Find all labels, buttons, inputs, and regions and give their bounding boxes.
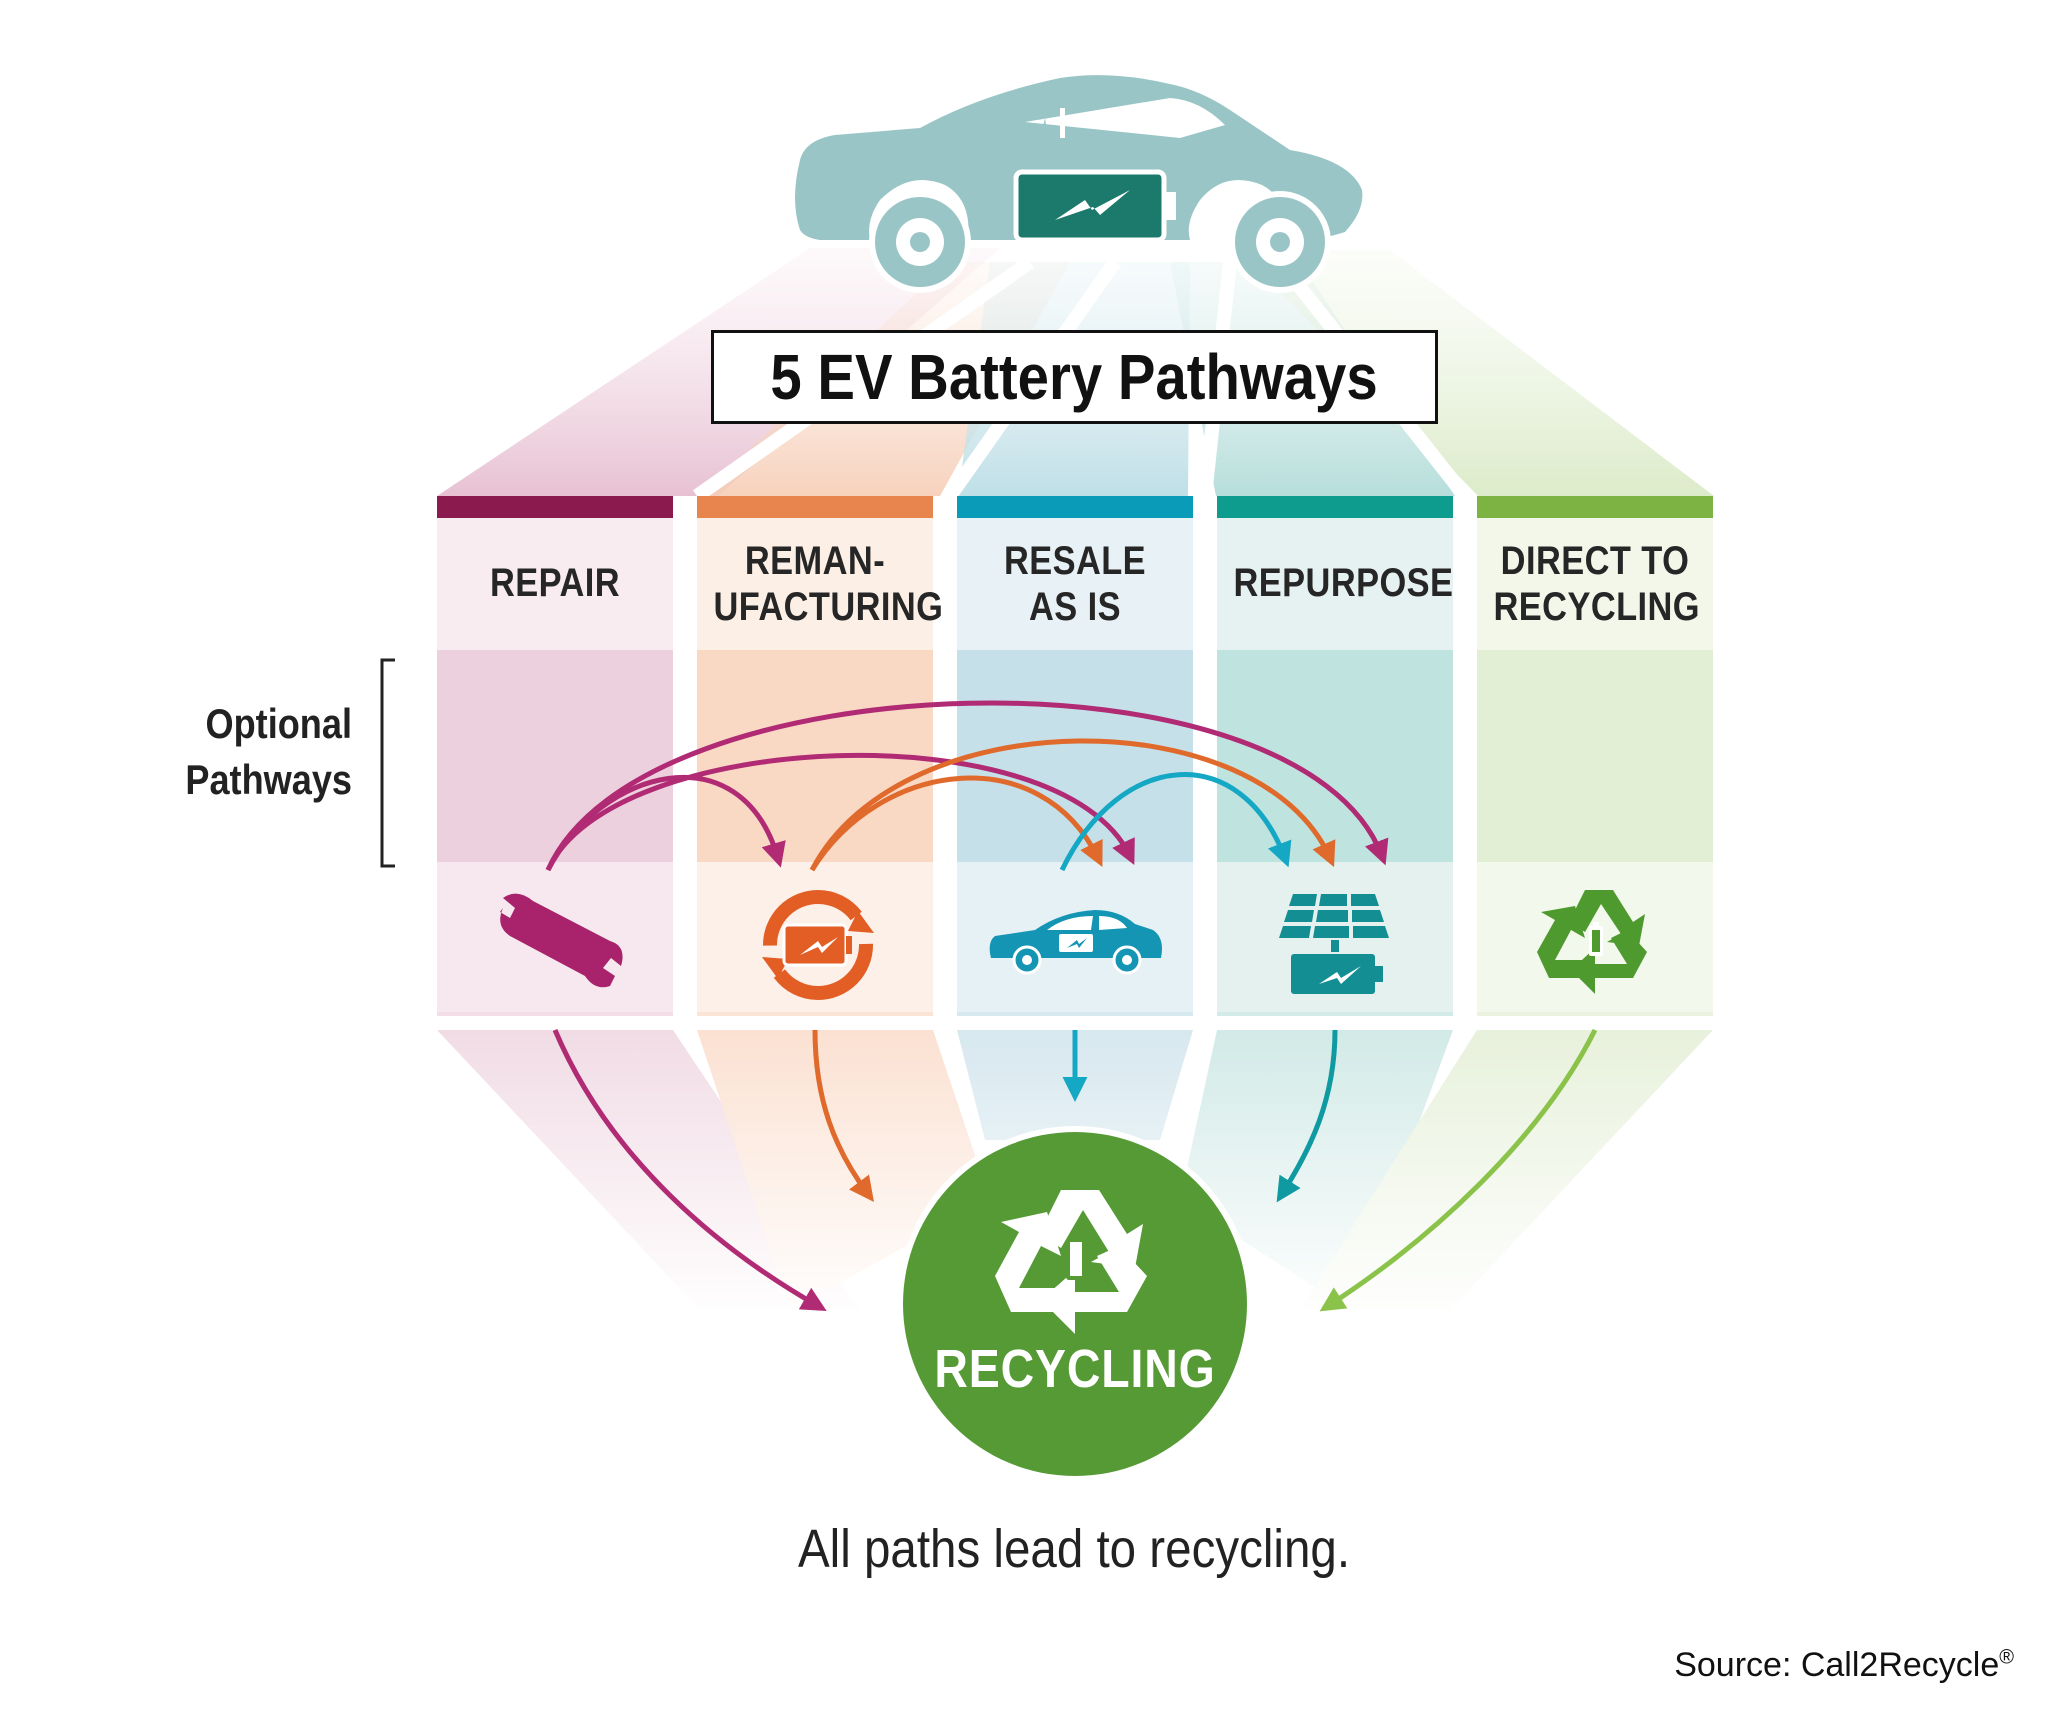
recycling-label: RECYCLING <box>934 1339 1216 1399</box>
arrow-repair-to-repurpose <box>545 700 1389 872</box>
optional-pathways-label: Optional Pathways <box>185 700 352 803</box>
arrow-repurpose-to-recycling <box>1276 1029 1338 1203</box>
label-repurpose: REPURPOSE <box>1233 561 1454 605</box>
arrow-resale-to-repurpose <box>1059 772 1292 872</box>
optional-bracket <box>380 658 395 868</box>
repair-bar <box>437 496 673 518</box>
source-text: Source: Call2Recycle <box>1674 1646 2000 1684</box>
wrench-icon <box>500 893 623 988</box>
diagram-title-box: 5 EV Battery Pathways <box>711 330 1438 424</box>
recycle-battery-icon <box>1537 890 1647 994</box>
source-credit: Source: Call2Recycle® <box>1674 1646 2014 1685</box>
direct-bar <box>1477 496 1713 518</box>
solar-panel-battery-icon <box>1279 894 1389 994</box>
arrow-direct-to-recycling <box>1319 1028 1598 1312</box>
arrow-reman-to-repurpose <box>809 738 1336 872</box>
recycling-arrows <box>552 1028 1598 1312</box>
label-resale: RESALE AS IS <box>1003 539 1147 629</box>
remanufacturing-bar <box>697 496 933 518</box>
repurpose-bar <box>1217 496 1453 518</box>
columns <box>437 496 1713 1016</box>
battery-refresh-icon <box>762 890 874 1000</box>
tagline: All paths lead to recycling. <box>797 1519 1351 1579</box>
ev-car-illustration <box>795 75 1363 293</box>
arrow-repair-to-recycling <box>552 1029 827 1311</box>
label-direct-to-recycling: DIRECT TO RECYCLING <box>1493 539 1700 629</box>
car-icon <box>989 910 1162 975</box>
optional-arrows <box>545 700 1389 872</box>
diagram-title: 5 EV Battery Pathways <box>770 341 1379 413</box>
resale-bar <box>957 496 1193 518</box>
label-repair: REPAIR <box>489 561 620 605</box>
label-remanufacturing: REMAN- UFACTURING <box>713 539 944 629</box>
recycling-circle <box>897 1126 1253 1482</box>
arrow-repair-to-resale <box>545 752 1135 872</box>
recycle-icon <box>995 1190 1147 1334</box>
arrow-reman-to-recycling <box>812 1029 874 1203</box>
car-battery-icon <box>1013 169 1176 243</box>
arrow-reman-to-resale <box>809 775 1103 872</box>
registered-mark: ® <box>1999 1646 2014 1669</box>
